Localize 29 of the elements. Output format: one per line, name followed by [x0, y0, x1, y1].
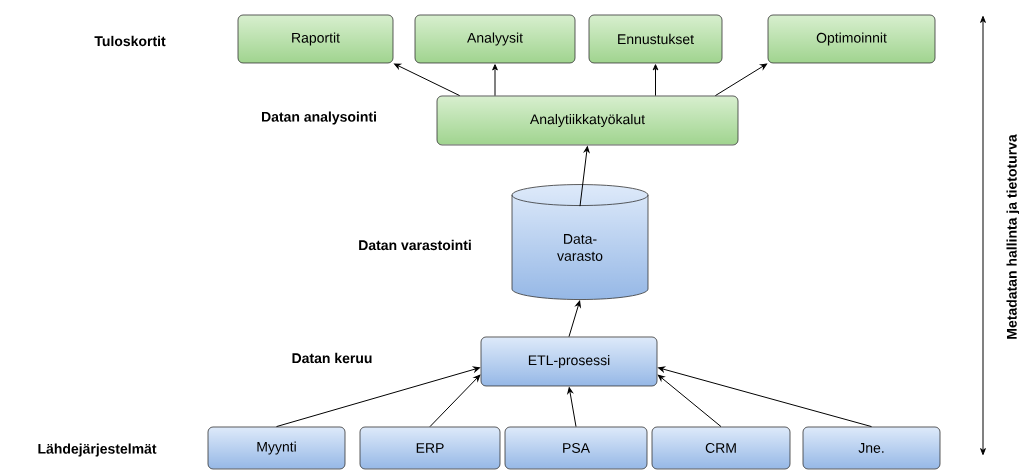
arrow	[657, 374, 722, 428]
result-box: Ennustukset	[588, 14, 723, 64]
arrow	[276, 366, 480, 428]
layer-label: Datan keruu	[292, 352, 372, 364]
arrow	[568, 300, 581, 338]
database-cylinder: Data- varasto	[511, 184, 649, 300]
layer-label: Lähdejärjestelmät	[38, 443, 157, 457]
result-box: Optimoinnit	[767, 14, 936, 64]
process-box: Myynti	[207, 426, 346, 470]
result-box: Raportit	[237, 14, 394, 64]
process-box: CRM	[651, 426, 791, 470]
layer-label: Datan analysointi	[262, 111, 376, 125]
process-box: Jne.	[802, 426, 941, 470]
arrow	[652, 64, 659, 97]
arrow	[714, 63, 768, 97]
layer-label: Datan varastointi	[359, 239, 471, 251]
result-box: Analyysit	[414, 14, 576, 64]
process-box: ETL-prosessi	[480, 336, 658, 387]
arrow	[567, 387, 577, 428]
arrow	[658, 366, 872, 428]
arrow	[394, 63, 461, 97]
layer-label: Tuloskortit	[94, 35, 166, 47]
process-box: PSA	[504, 426, 648, 470]
arrow	[429, 374, 481, 428]
side-label: Metadatan hallinta ja tietoturva	[1006, 134, 1019, 339]
process-box: ERP	[359, 426, 501, 470]
arrow	[579, 146, 590, 207]
result-box: Analytiikkatyökalut	[436, 95, 739, 146]
arrow	[492, 64, 498, 97]
